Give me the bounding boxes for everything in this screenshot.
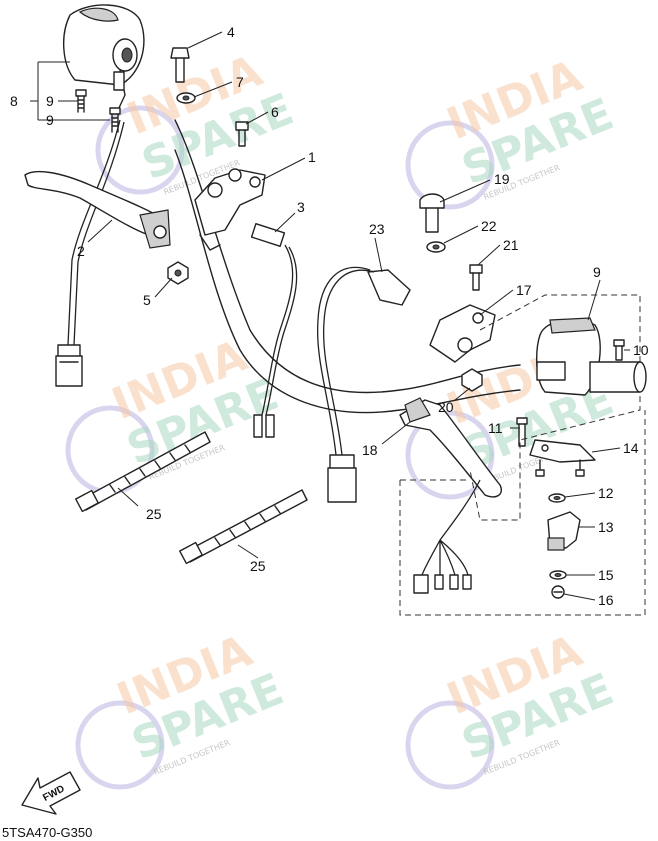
switch-bracket bbox=[529, 439, 596, 477]
callout-9-lower: 9 bbox=[46, 112, 54, 128]
callout-21: 20 bbox=[438, 399, 454, 415]
callout-9-upper: 9 bbox=[46, 93, 54, 109]
nut-21 bbox=[461, 368, 483, 392]
washer-23 bbox=[426, 241, 446, 253]
callout-labels: 4 7 6 1 3 5 8 9 9 2 25 25 23 19 22 21 17… bbox=[10, 24, 649, 608]
cable-tie-upper bbox=[75, 431, 211, 513]
clutch-lever bbox=[24, 170, 171, 249]
fwd-arrow: FWD bbox=[21, 771, 81, 815]
callout-25-upper: 25 bbox=[146, 506, 162, 522]
screw-9-upper bbox=[75, 89, 87, 113]
screw-17 bbox=[551, 585, 565, 599]
screw-11 bbox=[613, 339, 625, 361]
callout-20: 19 bbox=[494, 171, 510, 187]
callout-13: 12 bbox=[598, 485, 614, 501]
left-handlebar-switch bbox=[62, 4, 145, 111]
screw-9-lower bbox=[109, 107, 121, 133]
callout-12: 11 bbox=[488, 420, 503, 436]
watermark-bottom-left: INDIA SPARE REBUILD TOGETHER bbox=[75, 625, 291, 790]
brake-switch bbox=[316, 266, 411, 503]
right-handlebar-switch bbox=[536, 317, 647, 396]
bolt-20 bbox=[419, 193, 445, 233]
leader-lines bbox=[30, 31, 630, 601]
callout-7: 7 bbox=[236, 74, 244, 90]
callout-16: 15 bbox=[598, 567, 614, 583]
callout-11: 10 bbox=[633, 342, 649, 358]
cable-tie-lower bbox=[179, 489, 308, 565]
callout-15: 14 bbox=[623, 440, 639, 456]
watermark-top-right: INDIA SPARE REBUILD TOGETHER bbox=[405, 50, 621, 210]
callout-3: 3 bbox=[297, 199, 305, 215]
brake-lever bbox=[399, 397, 502, 498]
callout-6: 6 bbox=[271, 104, 279, 120]
callout-5: 5 bbox=[143, 292, 151, 308]
watermark-mid-left: INDIA SPARE REBUILD TOGETHER bbox=[65, 330, 286, 495]
drawing-code: 5TSA470-G350 bbox=[2, 825, 92, 840]
lever-holder bbox=[194, 168, 266, 251]
nut-5 bbox=[167, 261, 189, 285]
callout-23: 22 bbox=[481, 218, 497, 234]
callout-14: 13 bbox=[598, 519, 614, 535]
callout-22: 21 bbox=[503, 237, 519, 253]
callout-1: 1 bbox=[308, 149, 316, 165]
screw-6 bbox=[235, 121, 249, 147]
callout-25-lower: 25 bbox=[250, 558, 266, 574]
dashed-boundary-lever bbox=[469, 294, 641, 521]
watermark-bottom-right: INDIA SPARE REBUILD TOGETHER bbox=[405, 625, 621, 790]
screw-22 bbox=[469, 264, 483, 291]
callout-19: 18 bbox=[362, 442, 378, 458]
callout-4: 4 bbox=[227, 24, 235, 40]
stop-switch bbox=[547, 511, 581, 551]
callout-17: 16 bbox=[598, 592, 614, 608]
callout-18: 17 bbox=[516, 282, 532, 298]
washer-7 bbox=[176, 92, 196, 104]
brake-lever-holder bbox=[429, 304, 496, 363]
callout-8: 8 bbox=[10, 93, 18, 109]
callout-10: 9 bbox=[593, 264, 601, 280]
callout-24: 23 bbox=[369, 221, 385, 237]
bolt-4 bbox=[170, 47, 190, 83]
clutch-switch bbox=[250, 223, 298, 438]
dashed-boundary-wiring bbox=[399, 410, 646, 616]
callout-2: 2 bbox=[77, 243, 85, 259]
washer-13 bbox=[548, 493, 566, 503]
washer-16 bbox=[549, 570, 567, 580]
left-switch-wiring bbox=[55, 119, 125, 387]
screw-12 bbox=[516, 417, 528, 447]
brake-switch-wiring bbox=[413, 479, 481, 594]
